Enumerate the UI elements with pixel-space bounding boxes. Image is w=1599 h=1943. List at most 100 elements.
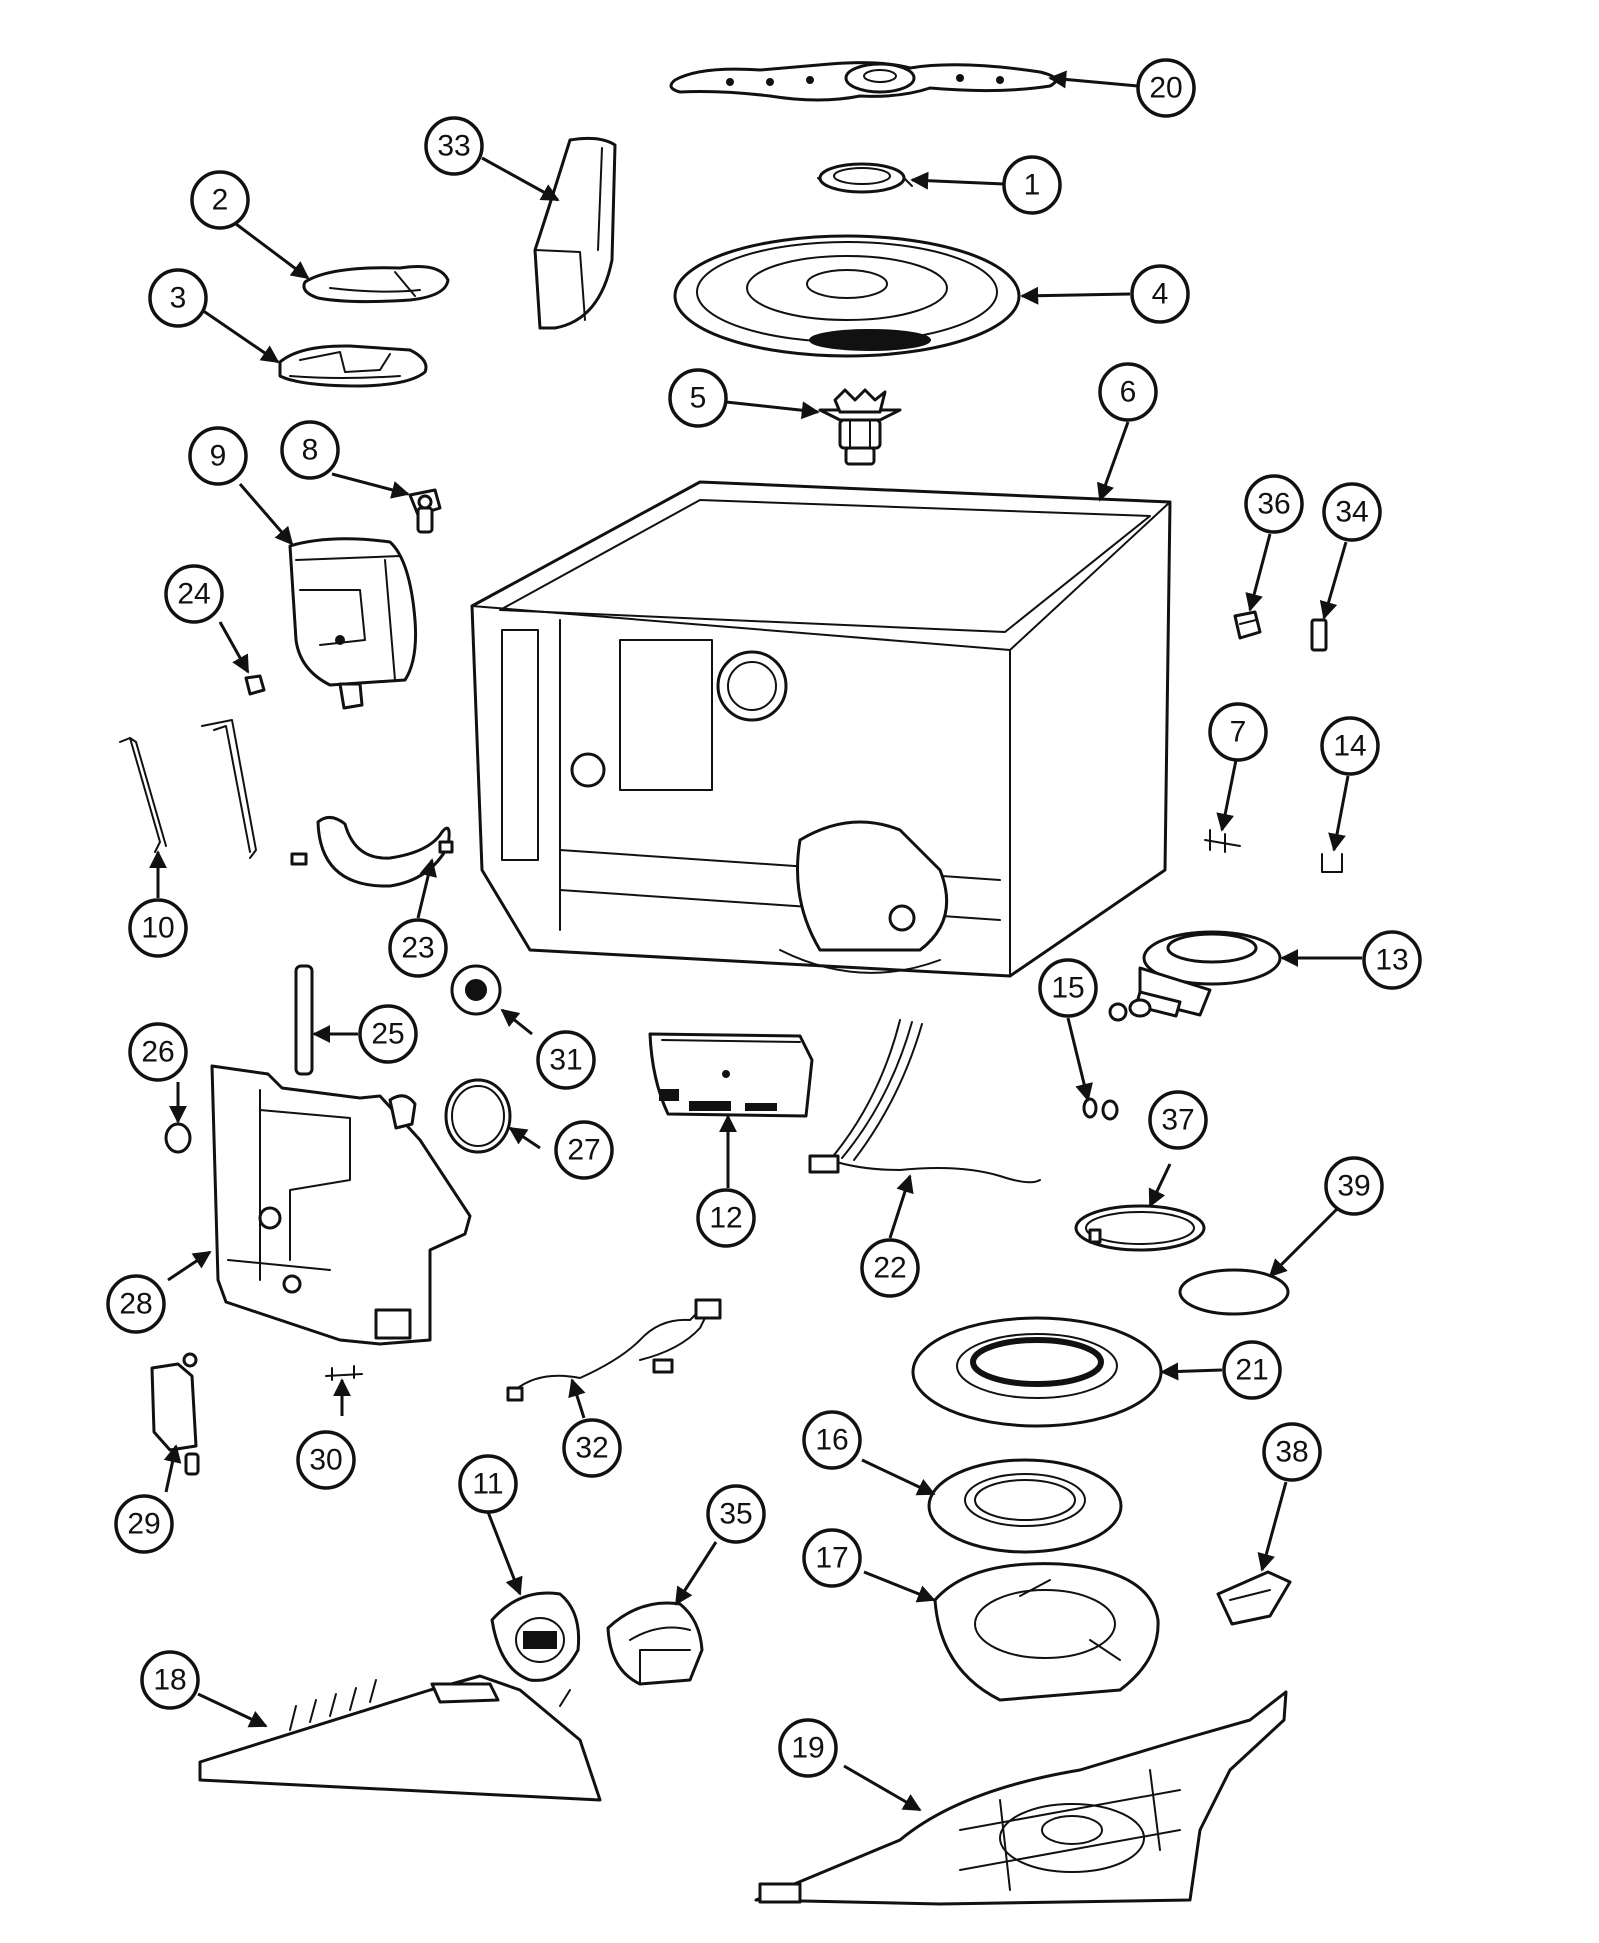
svg-text:16: 16 <box>815 1424 848 1457</box>
part-knob <box>450 964 502 1016</box>
part-small-bracket <box>1233 610 1262 640</box>
svg-text:20: 20 <box>1149 72 1182 105</box>
part-small-mount <box>1216 1570 1292 1626</box>
callout-17: 17 <box>802 1528 862 1588</box>
svg-text:26: 26 <box>141 1036 174 1069</box>
part-sump-base <box>933 1562 1160 1702</box>
callout-6: 6 <box>1098 362 1158 422</box>
callout-26: 26 <box>128 1022 188 1082</box>
part-vent-duct <box>533 136 617 330</box>
part-ring-clamp <box>1074 1204 1206 1252</box>
svg-text:27: 27 <box>567 1134 600 1167</box>
part-rod <box>294 964 314 1076</box>
svg-text:21: 21 <box>1235 1354 1268 1387</box>
callout-39: 39 <box>1324 1156 1384 1216</box>
part-o-ring-seal <box>1178 1268 1290 1316</box>
callout-22: 22 <box>860 1238 920 1298</box>
part-spray-arm-bearing <box>817 162 913 194</box>
callout-20: 20 <box>1136 58 1196 118</box>
callout-1: 1 <box>1002 155 1062 215</box>
svg-text:37: 37 <box>1161 1104 1194 1137</box>
part-bracket <box>1204 829 1241 853</box>
callout-12: 12 <box>696 1188 756 1248</box>
svg-text:24: 24 <box>177 578 210 611</box>
callout-37: 37 <box>1148 1090 1208 1150</box>
part-wire-harness <box>808 1019 1041 1184</box>
svg-text:18: 18 <box>153 1664 186 1697</box>
part-pump-housing <box>490 1591 581 1682</box>
callout-31: 31 <box>536 1030 596 1090</box>
part-fitting <box>408 488 442 534</box>
svg-text:30: 30 <box>309 1444 342 1477</box>
callout-10: 10 <box>128 898 188 958</box>
callout-24: 24 <box>164 564 224 624</box>
callout-15: 15 <box>1038 958 1098 1018</box>
svg-text:5: 5 <box>690 382 707 415</box>
svg-text:1: 1 <box>1024 169 1041 202</box>
part-sensor <box>150 1352 200 1476</box>
part-dispenser-assembly <box>288 537 417 710</box>
svg-text:11: 11 <box>472 1468 503 1501</box>
callout-23: 23 <box>388 918 448 978</box>
part-base-front <box>198 1674 602 1802</box>
part-clip <box>1321 853 1343 873</box>
callout-27: 27 <box>554 1120 614 1180</box>
callout-25: 25 <box>358 1004 418 1064</box>
svg-text:6: 6 <box>1120 376 1137 409</box>
callout-28: 28 <box>106 1274 166 1334</box>
part-dispenser-cup <box>278 344 428 388</box>
callout-33: 33 <box>424 116 484 176</box>
svg-text:8: 8 <box>302 434 319 467</box>
svg-text:22: 22 <box>873 1252 906 1285</box>
svg-text:33: 33 <box>437 130 470 163</box>
callout-29: 29 <box>114 1494 174 1554</box>
callout-14: 14 <box>1320 716 1380 776</box>
part-o-rings <box>1082 1097 1119 1121</box>
svg-text:14: 14 <box>1333 730 1366 763</box>
part-filter-plate <box>673 234 1021 358</box>
part-small-insert <box>1310 618 1328 652</box>
callout-30: 30 <box>296 1430 356 1490</box>
svg-text:3: 3 <box>170 282 187 315</box>
svg-text:2: 2 <box>212 184 229 217</box>
part-small-ring <box>164 1122 192 1154</box>
svg-text:10: 10 <box>141 912 174 945</box>
svg-text:39: 39 <box>1337 1170 1370 1203</box>
svg-text:7: 7 <box>1230 716 1247 749</box>
svg-text:31: 31 <box>549 1044 582 1077</box>
leader-lines <box>149 70 1362 1812</box>
callout-2: 2 <box>190 170 250 230</box>
callout-8: 8 <box>280 420 340 480</box>
part-hose <box>290 816 454 888</box>
svg-text:32: 32 <box>575 1432 608 1465</box>
part-large-gasket <box>911 1316 1163 1428</box>
part-cable-harness <box>506 1298 722 1402</box>
callout-5: 5 <box>668 368 728 428</box>
part-clip-small <box>325 1365 363 1381</box>
svg-text:19: 19 <box>791 1732 824 1765</box>
callout-36: 36 <box>1244 474 1304 534</box>
svg-text:28: 28 <box>119 1288 152 1321</box>
callout-7: 7 <box>1208 702 1268 762</box>
svg-text:29: 29 <box>127 1508 160 1541</box>
part-tub <box>470 480 1172 978</box>
callout-38: 38 <box>1262 1422 1322 1482</box>
callout-21: 21 <box>1222 1340 1282 1400</box>
svg-text:35: 35 <box>719 1498 752 1531</box>
svg-text:9: 9 <box>210 440 227 473</box>
svg-text:34: 34 <box>1335 496 1368 529</box>
part-drain-pump <box>1108 930 1282 1022</box>
part-sump-cover <box>927 1458 1123 1554</box>
svg-text:36: 36 <box>1257 488 1290 521</box>
callout-3: 3 <box>148 268 208 328</box>
part-base-pan <box>754 1690 1288 1906</box>
svg-text:23: 23 <box>401 932 434 965</box>
callout-11: 11 <box>458 1454 518 1514</box>
svg-text:13: 13 <box>1375 944 1408 977</box>
svg-text:12: 12 <box>709 1202 742 1235</box>
part-small-clip <box>244 674 266 696</box>
callout-34: 34 <box>1322 482 1382 542</box>
callout-4: 4 <box>1130 264 1190 324</box>
callout-18: 18 <box>140 1650 200 1710</box>
